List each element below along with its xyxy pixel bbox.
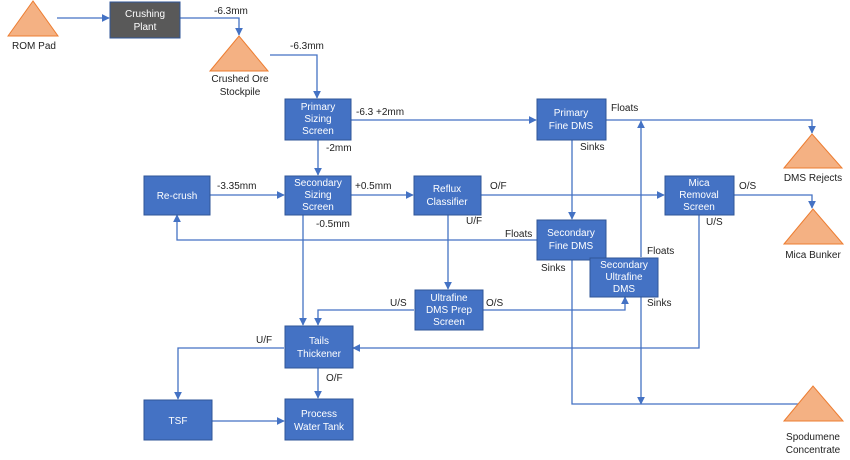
process-water-tank-label-line2: Water Tank [294, 422, 345, 433]
node-reflux-classifier: Reflux Classifier [413, 175, 482, 216]
primary-fine-dms-label-line2: Fine DMS [549, 121, 594, 132]
secondary-fine-dms-label-line2: Fine DMS [549, 241, 594, 252]
secondary-sizing-screen-label-line3: Screen [302, 202, 334, 213]
node-primary-sizing-screen: Primary Sizing Screen [284, 98, 352, 141]
mica-bunker-shape [782, 208, 845, 245]
label-uprep-us: U/S [390, 298, 407, 309]
node-tsf: TSF [143, 399, 213, 441]
stockpile-crushed-ore: Crushed Ore Stockpile [208, 35, 270, 98]
label-sfdms-floats: Floats [505, 229, 532, 240]
secondary-sizing-screen-label-line1: Secondary [294, 178, 342, 189]
secondary-sizing-screen-label-line2: Sizing [304, 190, 331, 201]
label-sss-fine: -0.5mm [316, 219, 350, 230]
flow-secondary-dms-floats-to-recrush [173, 214, 537, 241]
stockpile-dms-rejects: DMS Rejects [782, 133, 844, 184]
crushed-ore-stockpile-label-line2: Stockpile [220, 87, 261, 98]
flow-secondary-dms-sinks-to-concentrate [571, 260, 812, 405]
mica-bunker-label: Mica Bunker [785, 250, 841, 261]
node-secondary-ultrafine-dms: Secondary Ultrafine DMS [589, 257, 659, 298]
label-pss-fine: -2mm [326, 143, 352, 154]
primary-sizing-screen-label-line1: Primary [301, 102, 335, 113]
reflux-classifier-label-line2: Classifier [426, 197, 468, 208]
spodumene-concentrate-shape [782, 385, 845, 422]
mica-removal-screen-label-line3: Screen [683, 202, 715, 213]
ultrafine-dms-prep-screen-label-line1: Ultrafine [430, 293, 468, 304]
stockpile-mica-bunker: Mica Bunker [782, 208, 845, 261]
spodumene-concentrate-label-line1: Spodumene [786, 432, 840, 443]
node-mica-removal-screen: Mica Removal Screen [664, 175, 735, 216]
label-recrush-out: -3.35mm [217, 181, 256, 192]
secondary-ultrafine-dms-label-line1: Secondary [600, 260, 648, 271]
stockpile-rom-pad: ROM Pad [7, 0, 59, 52]
node-re-crush: Re-crush [143, 175, 211, 216]
re-crush-label: Re-crush [157, 191, 198, 202]
dms-rejects-shape [782, 133, 844, 169]
flow-prep-us-to-thickener [314, 309, 414, 326]
label-mica-us: U/S [706, 217, 723, 228]
primary-sizing-screen-label-line3: Screen [302, 126, 334, 137]
stockpile-spodumene-concentrate: Spodumene Concentrate [782, 385, 845, 456]
dms-rejects-label: DMS Rejects [784, 173, 842, 184]
stream-labels: -6.3mm -6.3mm -6.3 +2mm -2mm Floats Sink… [214, 6, 757, 384]
node-process-water-tank: Process Water Tank [284, 398, 354, 441]
rom-pad-shape [7, 0, 59, 37]
flow-mica-os-to-bunker [734, 194, 816, 209]
crushed-ore-stockpile-label-line1: Crushed Ore [211, 74, 269, 85]
secondary-ultrafine-dms-label-line3: DMS [613, 284, 636, 295]
label-sss-coarse: +0.5mm [355, 181, 391, 192]
flow-primary-dms-floats-to-rejects [606, 119, 816, 134]
flow-mica-us-to-thickener [352, 215, 700, 352]
primary-sizing-screen-label-line2: Sizing [304, 114, 331, 125]
ultrafine-dms-prep-screen-label-line3: Screen [433, 317, 465, 328]
label-pfdms-sinks: Sinks [580, 142, 604, 153]
node-tails-thickener: Tails Thickener [284, 325, 354, 369]
process-water-tank-label-line1: Process [301, 409, 337, 420]
mica-removal-screen-label-line1: Mica [688, 178, 710, 189]
label-uprep-os: O/S [486, 298, 504, 309]
secondary-fine-dms-label-line1: Secondary [547, 228, 595, 239]
node-secondary-sizing-screen: Secondary Sizing Screen [284, 175, 352, 216]
rom-pad-label: ROM Pad [12, 41, 56, 52]
label-reflux-uf: U/F [466, 216, 482, 227]
node-ultrafine-dms-prep-screen: Ultrafine DMS Prep Screen [414, 289, 484, 331]
secondary-ultrafine-dms-label-line2: Ultrafine [605, 272, 643, 283]
flow-prep-os-to-ultrafine-dms [483, 296, 629, 311]
primary-fine-dms-label-line1: Primary [554, 108, 588, 119]
mica-removal-screen-label-line2: Removal [679, 190, 718, 201]
label-stockpile-out: -6.3mm [290, 41, 324, 52]
label-sudms-floats: Floats [647, 246, 674, 257]
tails-thickener-label-line1: Tails [309, 336, 329, 347]
ultrafine-dms-prep-screen-label-line2: DMS Prep [426, 305, 473, 316]
label-sudms-sinks: Sinks [647, 298, 671, 309]
label-sfdms-sinks: Sinks [541, 263, 565, 274]
label-pfdms-floats: Floats [611, 103, 638, 114]
label-tt-uf: U/F [256, 335, 272, 346]
node-crushing-plant: Crushing Plant [109, 1, 181, 39]
label-mica-os: O/S [739, 181, 757, 192]
crushing-plant-label-line2: Plant [134, 22, 157, 33]
flow-crushing-to-stockpile [180, 17, 243, 36]
crushing-plant-label-line1: Crushing [125, 9, 165, 20]
crushed-ore-stockpile-shape [208, 35, 270, 72]
node-secondary-fine-dms: Secondary Fine DMS [536, 219, 607, 261]
flow-stockpile-to-primary-screen [270, 54, 321, 99]
label-reflux-of: O/F [490, 181, 507, 192]
label-pss-coarse: -6.3 +2mm [356, 107, 404, 118]
spodumene-concentrate-label-line2: Concentrate [786, 445, 841, 456]
node-primary-fine-dms: Primary Fine DMS [536, 98, 607, 141]
label-crush-out: -6.3mm [214, 6, 248, 17]
label-tt-of: O/F [326, 373, 343, 384]
tails-thickener-label-line2: Thickener [297, 349, 342, 360]
flow-thickener-uf-to-tsf [174, 347, 284, 400]
reflux-classifier-label-line1: Reflux [433, 184, 461, 195]
flow-lines [57, 14, 816, 425]
tsf-label: TSF [169, 416, 188, 427]
